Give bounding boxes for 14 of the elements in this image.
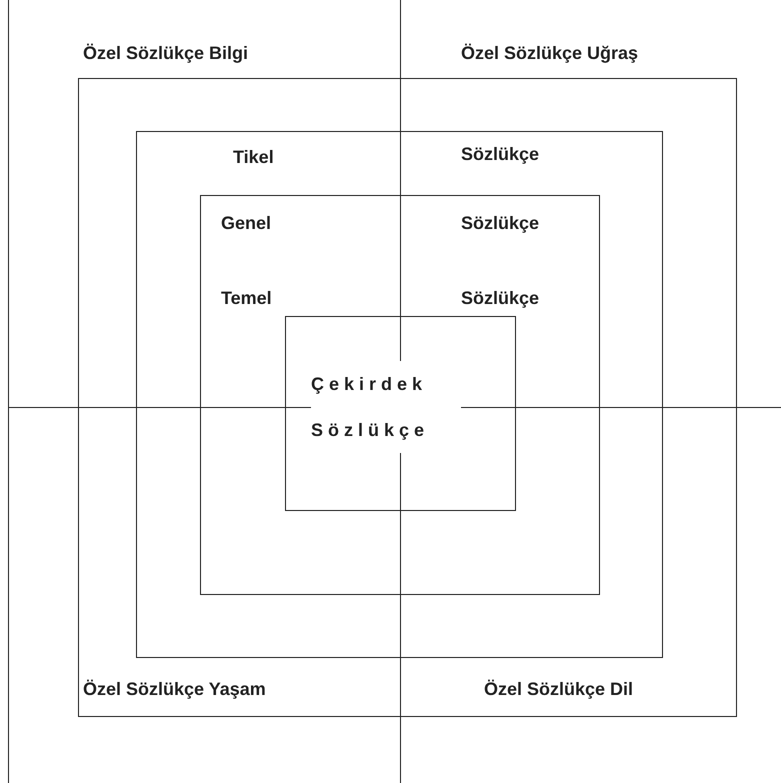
nested-square: [200, 195, 600, 595]
layer-label: Özel Sözlükçe Dil: [484, 679, 634, 701]
layer-label: Özel Sözlükçe Uğraş: [461, 43, 638, 65]
layer-label: Özel Sözlükçe Bilgi: [83, 43, 248, 65]
layer-label: Özel Sözlükçe Yaşam: [83, 679, 266, 701]
nested-square: [285, 316, 516, 511]
layer-label: Sözlükçe: [461, 288, 540, 310]
layer-label: Sözlükçe: [461, 144, 540, 166]
layer-label: Sözlükçe: [461, 213, 540, 235]
layer-label: Tikel: [233, 147, 274, 169]
layer-label: Çekirdek Sözlükçe: [311, 361, 461, 453]
layer-label: Temel: [221, 288, 272, 310]
nested-square: [136, 131, 663, 658]
layer-label: Genel: [221, 213, 272, 235]
